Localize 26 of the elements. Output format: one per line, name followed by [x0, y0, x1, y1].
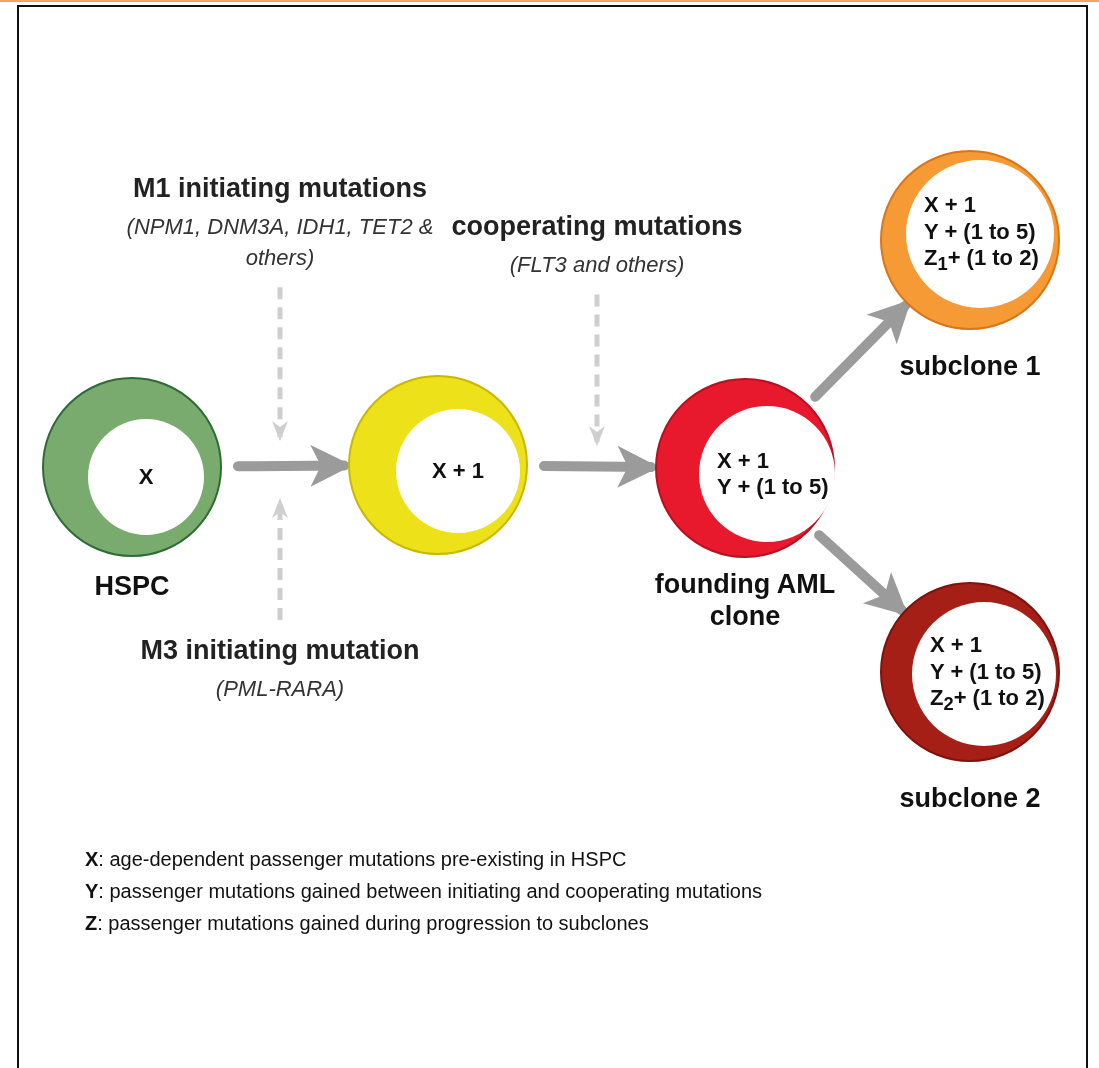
dashed-arrow [589, 294, 605, 446]
mutation-count: Z$_{2}$+ (1 to 2) [930, 685, 1045, 716]
mutation-count: X [138, 463, 154, 491]
gene-list: (PML-RARA) [110, 673, 450, 705]
mutation-count: X + 1 [930, 632, 982, 659]
arrow [810, 299, 912, 402]
mutation-count: Y + (1 to 5) [717, 474, 829, 501]
arrow [814, 530, 909, 616]
legend-note: X: age-dependent passenger mutations pre-existing in HSPC [85, 848, 627, 871]
cell-label: HSPC [93, 570, 171, 603]
cell-label: subclone 1 [898, 350, 1042, 383]
mutation-heading: M3 initiating mutation [139, 634, 421, 667]
mutation-heading: cooperating mutations [450, 210, 744, 243]
mutation-count: X + 1 [717, 447, 769, 474]
mutation-heading: M1 initiating mutations [132, 172, 428, 205]
dashed-arrow [272, 287, 288, 441]
mutation-count: Z$_{1}$+ (1 to 2) [924, 245, 1039, 276]
dashed-arrow [272, 498, 288, 620]
cell-label: subclone 2 [898, 782, 1042, 815]
legend-note: Z: passenger mutations gained during progression to subclones [85, 912, 649, 935]
mutation-count: X + 1 [432, 457, 484, 485]
mutation-count: Y + (1 to 5) [924, 218, 1036, 246]
mutation-count: Y + (1 to 5) [930, 658, 1042, 686]
legend-note: Y: passenger mutations gained between initiating and cooperating mutations [85, 880, 763, 903]
mutation-count: X + 1 [924, 192, 976, 219]
cell-label: founding AML clone [653, 568, 837, 633]
